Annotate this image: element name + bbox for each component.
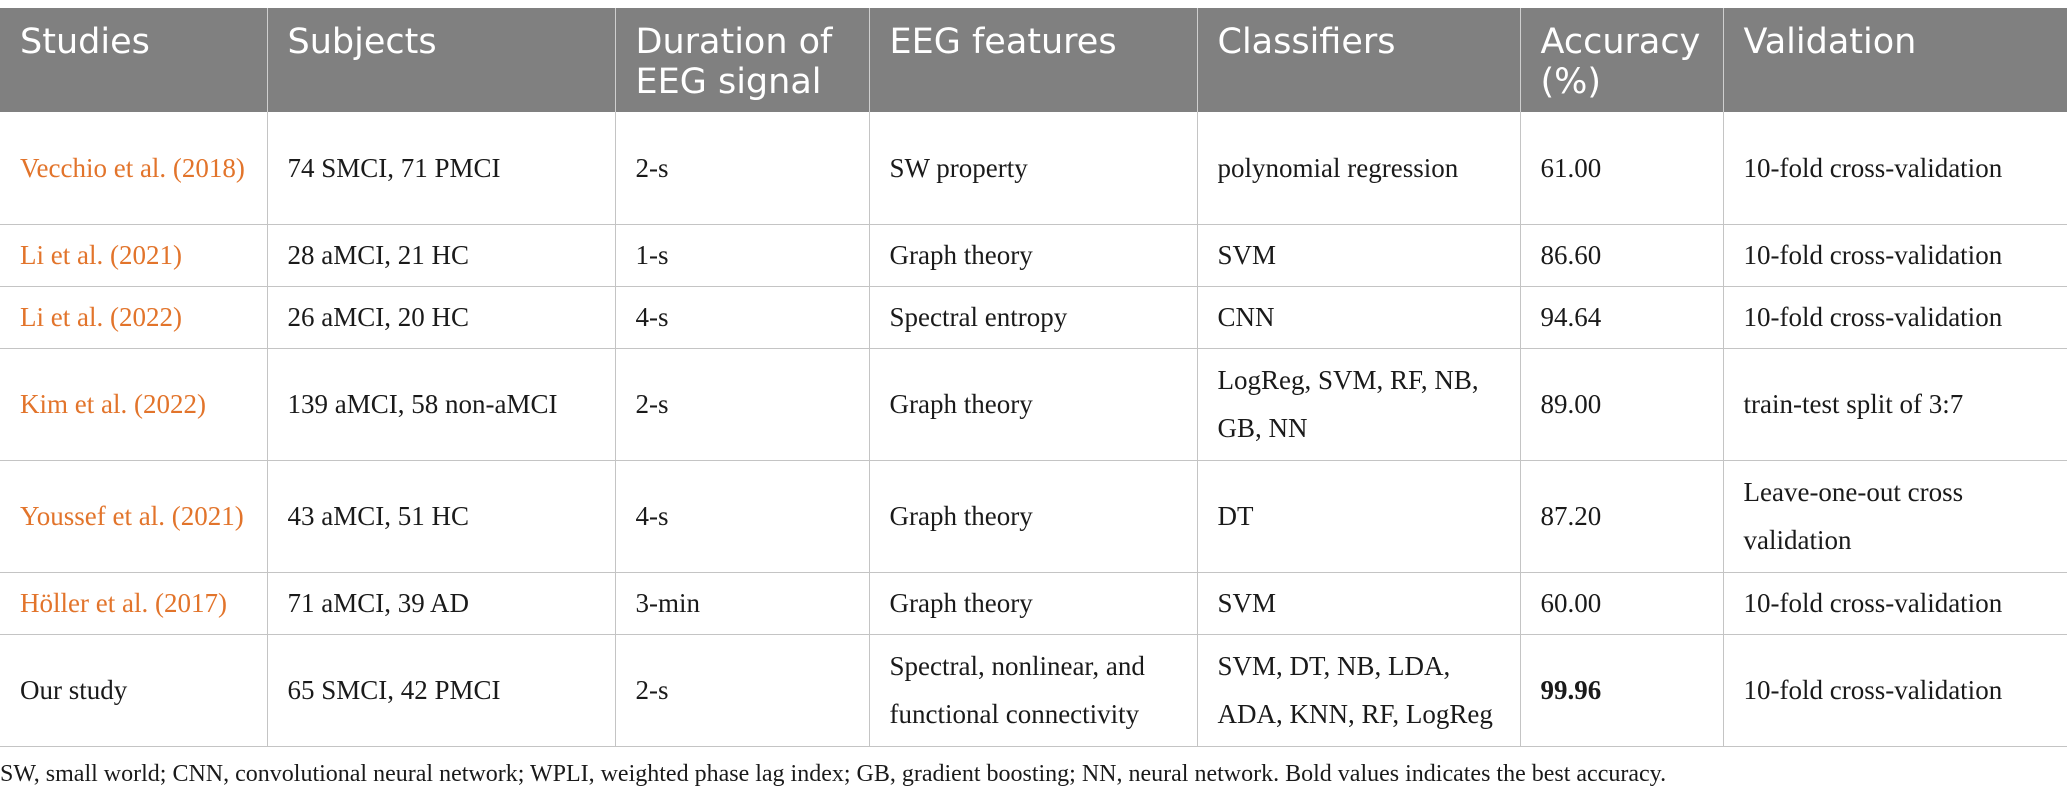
study-link[interactable]: Vecchio et al. (2018): [0, 112, 268, 225]
table-row: Vecchio et al. (2018) 74 SMCI, 71 PMCI 2…: [0, 112, 2067, 225]
header-studies: Studies: [0, 8, 268, 112]
duration-cell: 4-s: [615, 286, 870, 349]
table-row: Kim et al. (2022) 139 aMCI, 58 non-aMCI …: [0, 348, 2067, 461]
classifiers-cell: CNN: [1197, 286, 1521, 349]
subjects-cell: 43 aMCI, 51 HC: [267, 460, 616, 573]
subjects-cell: 71 aMCI, 39 AD: [267, 572, 616, 635]
header-duration: Duration of EEG signal: [615, 8, 870, 112]
table-row: Li et al. (2022) 26 aMCI, 20 HC 4-s Spec…: [0, 286, 2067, 349]
validation-cell: 10-fold cross-validation: [1723, 286, 2067, 349]
features-cell: Spectral entropy: [869, 286, 1198, 349]
classifiers-cell: SVM, DT, NB, LDA, ADA, KNN, RF, LogReg: [1197, 634, 1521, 747]
accuracy-cell: 61.00: [1520, 112, 1724, 225]
features-cell: Graph theory: [869, 224, 1198, 287]
duration-cell: 2-s: [615, 634, 870, 747]
header-accuracy: Accuracy (%): [1520, 8, 1724, 112]
validation-cell: 10-fold cross-validation: [1723, 572, 2067, 635]
table-row: Li et al. (2021) 28 aMCI, 21 HC 1-s Grap…: [0, 224, 2067, 287]
study-cell: Our study: [0, 634, 268, 747]
accuracy-cell: 89.00: [1520, 348, 1724, 461]
accuracy-cell: 86.60: [1520, 224, 1724, 287]
subjects-cell: 26 aMCI, 20 HC: [267, 286, 616, 349]
accuracy-cell: 94.64: [1520, 286, 1724, 349]
header-classifiers: Classifiers: [1197, 8, 1521, 112]
table-row: Höller et al. (2017) 71 aMCI, 39 AD 3-mi…: [0, 572, 2067, 635]
classifiers-cell: SVM: [1197, 224, 1521, 287]
classifiers-cell: LogReg, SVM, RF, NB, GB, NN: [1197, 348, 1521, 461]
duration-cell: 2-s: [615, 112, 870, 225]
validation-cell: 10-fold cross-validation: [1723, 112, 2067, 225]
subjects-cell: 28 aMCI, 21 HC: [267, 224, 616, 287]
duration-cell: 3-min: [615, 572, 870, 635]
duration-cell: 1-s: [615, 224, 870, 287]
header-validation: Validation: [1723, 8, 2067, 112]
subjects-cell: 74 SMCI, 71 PMCI: [267, 112, 616, 225]
validation-cell: Leave-one-out cross validation: [1723, 460, 2067, 573]
study-link[interactable]: Kim et al. (2022): [0, 348, 268, 461]
duration-cell: 2-s: [615, 348, 870, 461]
features-cell: Graph theory: [869, 460, 1198, 573]
features-cell: Graph theory: [869, 348, 1198, 461]
features-cell: Spectral, nonlinear, and functional conn…: [869, 634, 1198, 747]
classifiers-cell: SVM: [1197, 572, 1521, 635]
accuracy-cell: 60.00: [1520, 572, 1724, 635]
comparison-table-container: Studies Subjects Duration of EEG signal …: [0, 8, 2067, 787]
study-link[interactable]: Li et al. (2022): [0, 286, 268, 349]
table-row: Our study 65 SMCI, 42 PMCI 2-s Spectral,…: [0, 634, 2067, 747]
duration-cell: 4-s: [615, 460, 870, 573]
header-subjects: Subjects: [267, 8, 616, 112]
subjects-cell: 65 SMCI, 42 PMCI: [267, 634, 616, 747]
study-link[interactable]: Li et al. (2021): [0, 224, 268, 287]
features-cell: Graph theory: [869, 572, 1198, 635]
table-footnote: SW, small world; CNN, convolutional neur…: [0, 760, 1667, 787]
table-row: Youssef et al. (2021) 43 aMCI, 51 HC 4-s…: [0, 460, 2067, 573]
header-row: Studies Subjects Duration of EEG signal …: [0, 8, 2067, 112]
comparison-table: Studies Subjects Duration of EEG signal …: [0, 8, 2067, 747]
header-eeg-features: EEG features: [869, 8, 1198, 112]
features-cell: SW property: [869, 112, 1198, 225]
subjects-cell: 139 aMCI, 58 non-aMCI: [267, 348, 616, 461]
validation-cell: 10-fold cross-validation: [1723, 224, 2067, 287]
validation-cell: 10-fold cross-validation: [1723, 634, 2067, 747]
validation-cell: train-test split of 3:7: [1723, 348, 2067, 461]
study-link[interactable]: Youssef et al. (2021): [0, 460, 268, 573]
classifiers-cell: polynomial regression: [1197, 112, 1521, 225]
accuracy-cell-best: 99.96: [1520, 634, 1724, 747]
accuracy-cell: 87.20: [1520, 460, 1724, 573]
study-link[interactable]: Höller et al. (2017): [0, 572, 268, 635]
classifiers-cell: DT: [1197, 460, 1521, 573]
